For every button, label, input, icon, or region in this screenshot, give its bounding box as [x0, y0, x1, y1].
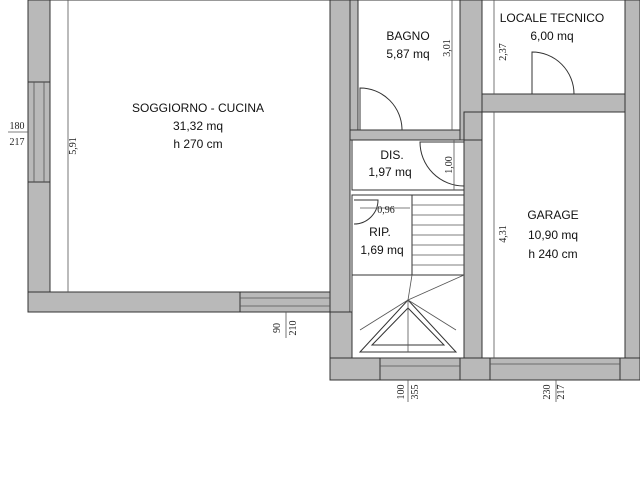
- wall-garage-left: [463, 111, 483, 381]
- wall-soggiorno-bottom: [27, 291, 347, 313]
- dim-locale-tecnico-height: 2,37: [498, 43, 509, 61]
- dim-bagno-height: 3,01: [442, 39, 453, 57]
- dimension-lines: [8, 0, 557, 402]
- walls: [27, 0, 640, 381]
- locale-tecnico-area: 6,00 mq: [530, 29, 573, 43]
- garage-area: 10,90 mq: [528, 228, 578, 242]
- doors: [353, 51, 575, 225]
- rip-name: RIP.: [369, 225, 391, 239]
- dim-garage-height: 4,31: [498, 225, 509, 243]
- rip-area: 1,69 mq: [360, 243, 403, 257]
- dim-garage-door-a: 230: [542, 385, 553, 400]
- wall-soggiorno-bagno: [329, 0, 351, 313]
- wall-left: [27, 0, 51, 313]
- locale-tecnico-name: LOCALE TECNICO: [500, 11, 604, 25]
- dim-soggiorno-height: 5,91: [68, 137, 79, 155]
- dim-window-left-bottom: 217: [10, 137, 25, 148]
- dim-window-bottom-a: 90: [272, 323, 283, 333]
- wall-bagno-bottom: [349, 129, 461, 141]
- wall-bottom: [329, 357, 640, 381]
- soggiorno-name: SOGGIORNO - CUCINA: [132, 101, 264, 115]
- room-dis: [351, 139, 465, 191]
- garage-door: [489, 357, 621, 381]
- room-locale-tecnico: [481, 0, 626, 95]
- door-bagno: [359, 87, 403, 131]
- door-rip: [353, 199, 379, 225]
- soggiorno-area: 31,32 mq: [173, 119, 223, 133]
- room-bagno: [357, 0, 461, 131]
- dim-window-bottom-b: 210: [288, 321, 299, 336]
- dim-door-mid-a: 100: [396, 385, 407, 400]
- dim-window-left-top: 180: [10, 121, 25, 132]
- dim-dis-width: 1,00: [444, 156, 455, 174]
- garage-name: GARAGE: [527, 208, 578, 222]
- dis-name: DIS.: [380, 148, 403, 162]
- wall-bagno-left-inner: [349, 0, 359, 131]
- wall-locale-bottom: [481, 93, 626, 113]
- staircase: [358, 194, 465, 353]
- door-locale-tecnico: [531, 51, 575, 95]
- dis-area: 1,97 mq: [368, 165, 411, 179]
- bagno-name: BAGNO: [386, 29, 429, 43]
- dim-rip-width: 0,96: [377, 205, 395, 216]
- wall-right: [624, 0, 640, 381]
- bagno-area: 5,87 mq: [386, 47, 429, 61]
- dim-door-mid-b: 355: [410, 385, 421, 400]
- window-bottom-stair: [379, 357, 461, 381]
- window-bottom-soggiorno: [239, 291, 331, 313]
- door-dis: [419, 141, 465, 187]
- soggiorno-height: h 270 cm: [173, 137, 222, 151]
- dim-garage-door-b: 217: [556, 385, 567, 400]
- garage-height: h 240 cm: [528, 247, 577, 261]
